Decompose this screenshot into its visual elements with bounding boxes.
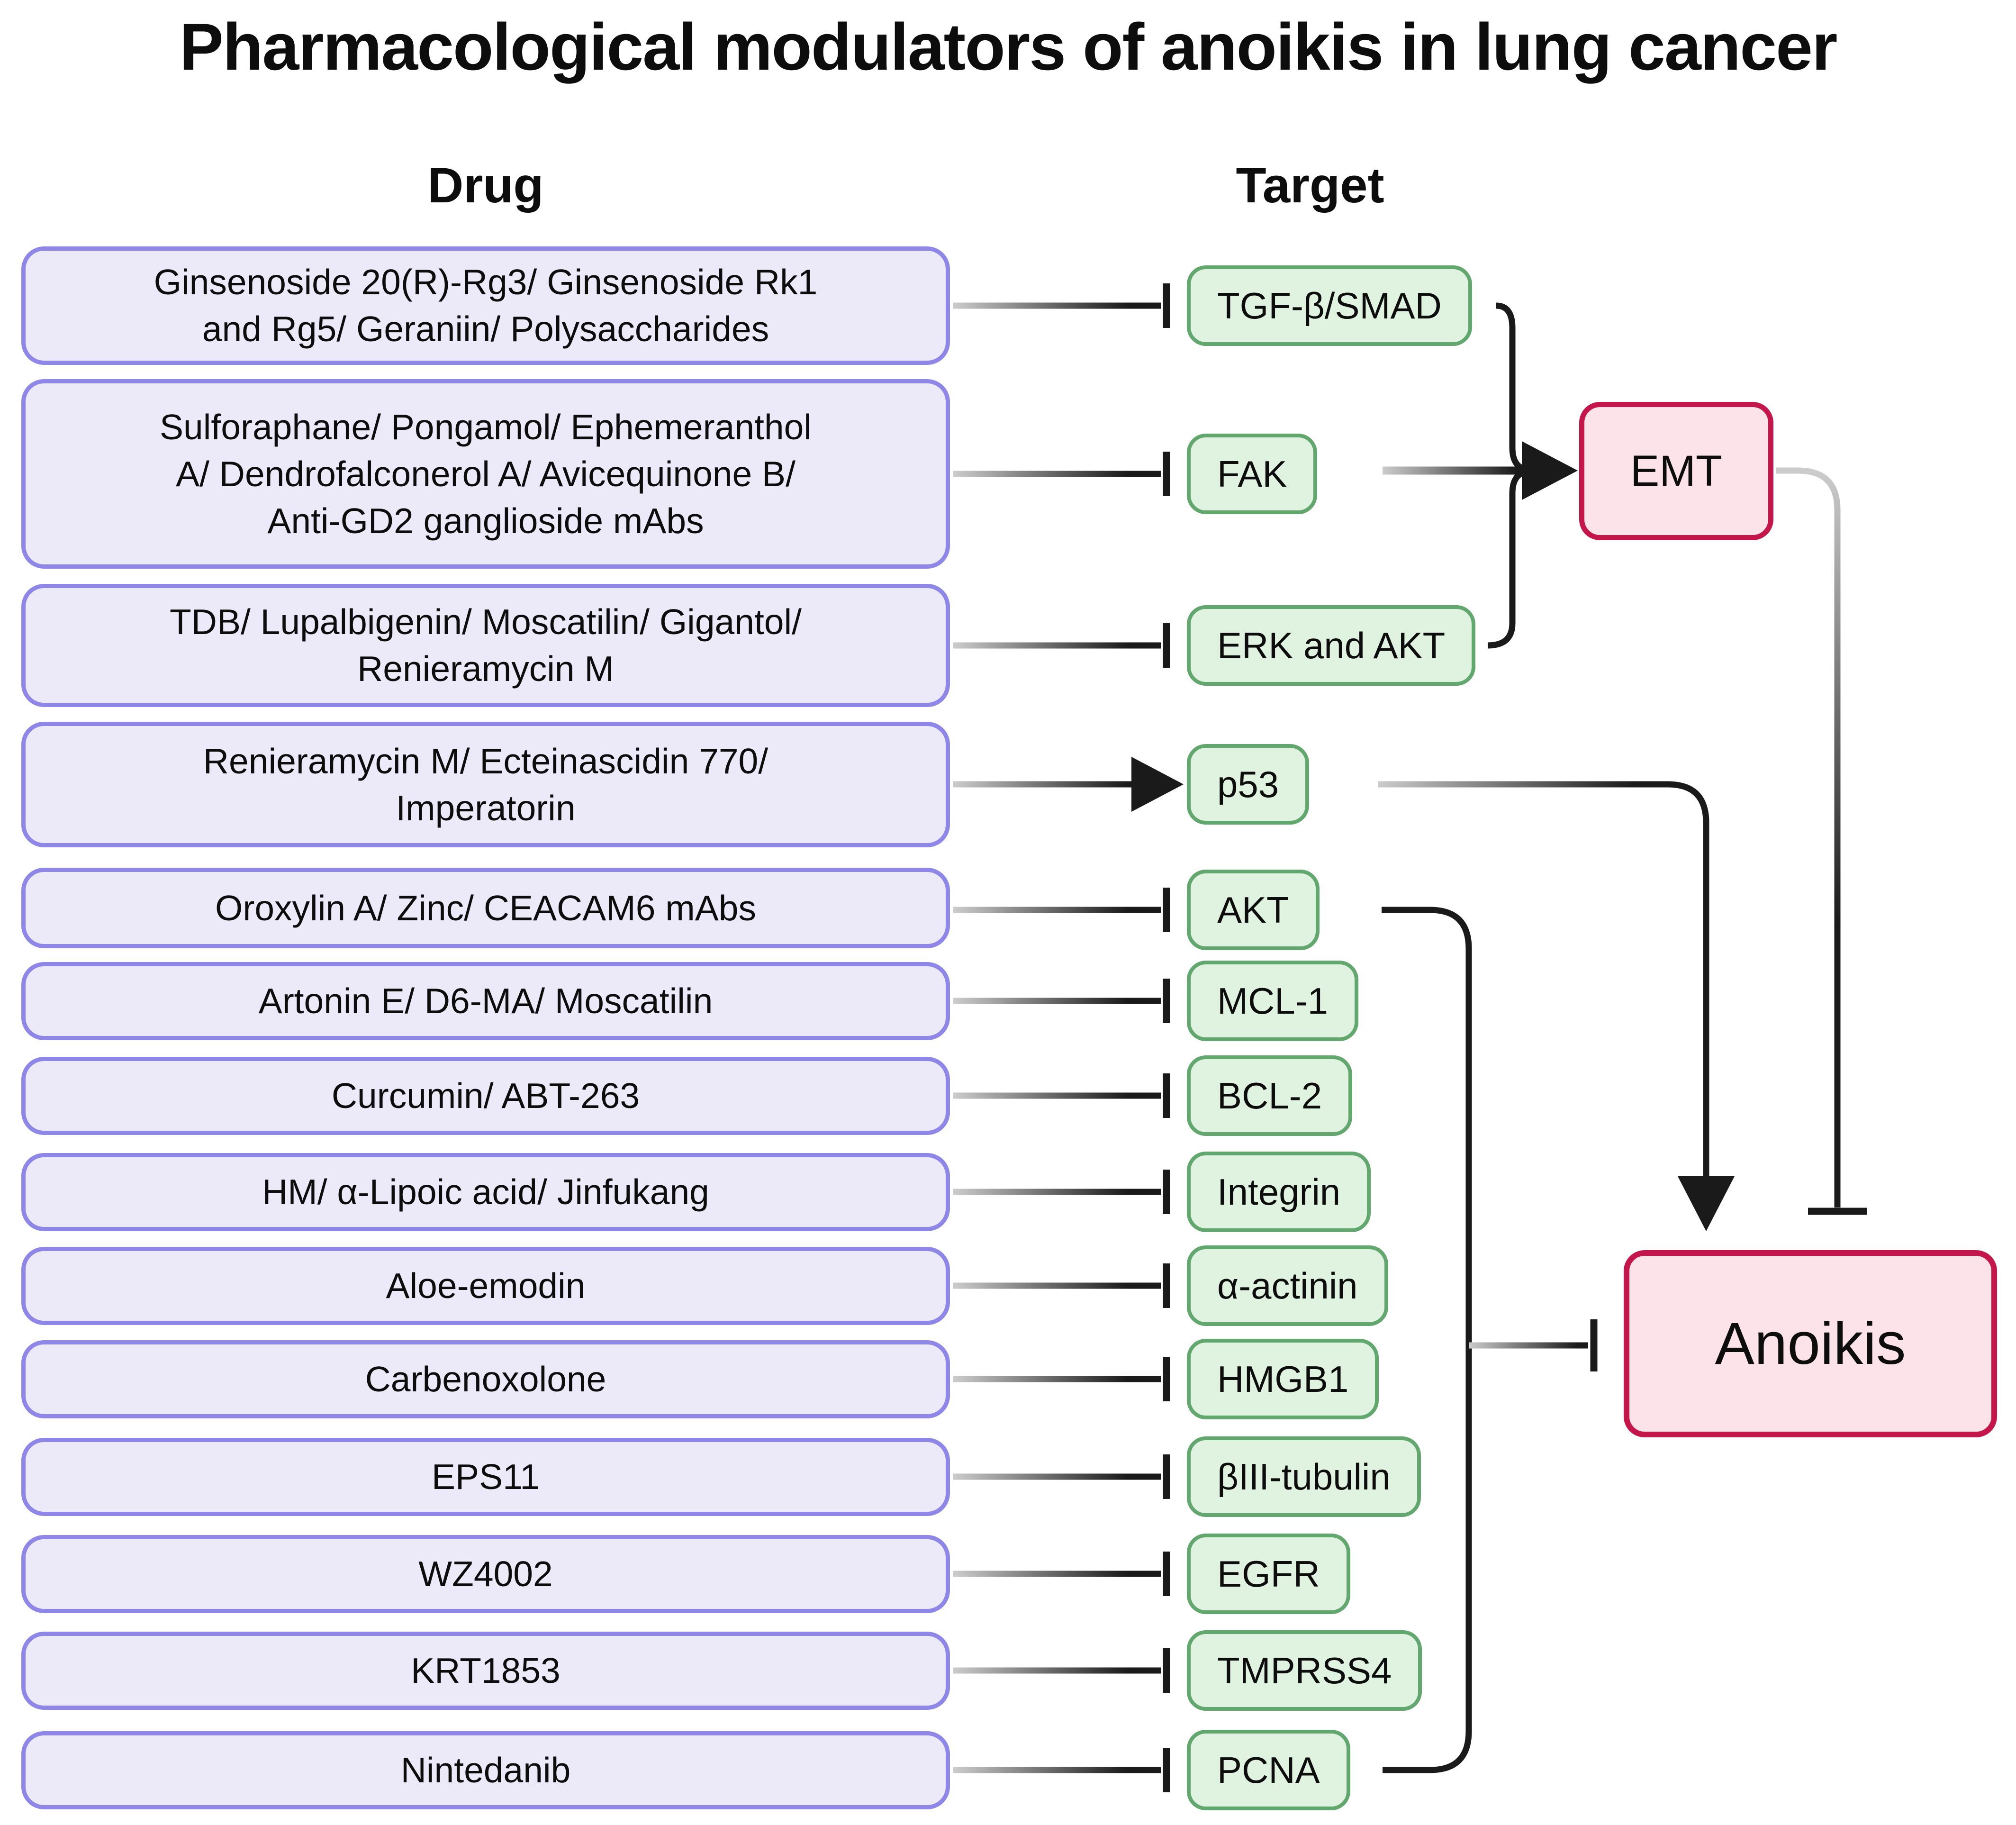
arrowhead-p53 [1131, 757, 1184, 812]
edge-emt-to-anoikis [1776, 467, 1841, 1208]
column-header-target: Target [1236, 158, 1384, 213]
target-box-bcl-2: BCL-2 [1187, 1055, 1353, 1136]
drug-box-renieramycin: Renieramycin M/ Ecteinascidin 770/ Imper… [21, 722, 950, 847]
drug-box-krt1853: KRT1853 [21, 1632, 950, 1710]
target-box-hmgb1: HMGB1 [1187, 1339, 1379, 1419]
drug-box-nintedanib: Nintedanib [21, 1731, 950, 1809]
drug-box-ginsenosides: Ginsenoside 20(R)-Rg3/ Ginsenoside Rk1 a… [21, 246, 950, 365]
target-box-akt: AKT [1187, 870, 1320, 950]
node-emt: EMT [1579, 402, 1773, 540]
target-box-egfr: EGFR [1187, 1534, 1350, 1614]
drug-box-tdb: TDB/ Lupalbigenin/ Moscatilin/ Gigantol/… [21, 584, 950, 707]
arrowhead-emt [1522, 441, 1578, 500]
target-box-tmprss4: TMPRSS4 [1187, 1630, 1422, 1711]
target-box-tgf-b-smad: TGF-β/SMAD [1187, 265, 1472, 346]
drug-box-hm: HM/ α-Lipoic acid/ Jinfukang [21, 1153, 950, 1231]
edge-p53-to-anoikis [1378, 781, 1709, 1178]
drug-box-artonin: Artonin E/ D6-MA/ Moscatilin [21, 962, 950, 1040]
drug-box-wz4002: WZ4002 [21, 1535, 950, 1613]
target-box-mcl-1: MCL-1 [1187, 961, 1359, 1041]
drug-box-curcumin: Curcumin/ ABT-263 [21, 1057, 950, 1135]
drug-box-oroxylin: Oroxylin A/ Zinc/ CEACAM6 mAbs [21, 868, 950, 948]
drug-box-aloe-emodin: Aloe-emodin [21, 1247, 950, 1325]
column-header-drug: Drug [427, 158, 544, 213]
target-box-biii-tubulin: βIII-tubulin [1187, 1436, 1421, 1517]
edge-akt-pcna-trunk [1382, 907, 1472, 1773]
node-anoikis: Anoikis [1624, 1250, 1997, 1437]
target-box-erk-and-akt: ERK and AKT [1187, 605, 1476, 686]
target-box-integrin: Integrin [1187, 1152, 1371, 1232]
target-box-p53: p53 [1187, 744, 1310, 825]
target-box-a-actinin: α-actinin [1187, 1245, 1388, 1326]
drug-box-sulforaphane: Sulforaphane/ Pongamol/ Ephemeranthol A/… [21, 379, 950, 569]
drug-box-carbenoxolone: Carbenoxolone [21, 1340, 950, 1418]
drug-box-eps11: EPS11 [21, 1438, 950, 1516]
arrowhead-anoikis [1678, 1176, 1735, 1231]
page-title: Pharmacological modulators of anoikis in… [179, 9, 1838, 84]
target-box-fak: FAK [1187, 434, 1318, 514]
target-box-pcna: PCNA [1187, 1730, 1350, 1810]
